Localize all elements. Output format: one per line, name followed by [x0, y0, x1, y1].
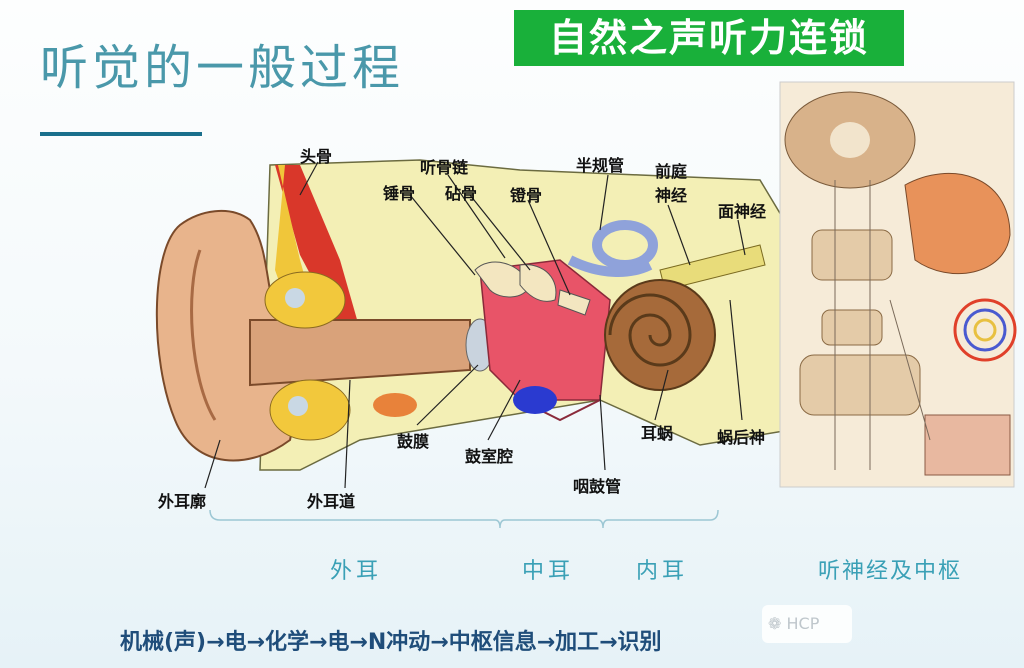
- section-central: 听神经及中枢: [818, 559, 963, 584]
- label-incus: 砧骨: [445, 184, 478, 203]
- eustachian-blue: [513, 386, 557, 414]
- cartilage-top: [264, 271, 346, 329]
- title-badge: 自然之声听力连锁: [514, 10, 904, 66]
- label-retro-cochlear: 蜗后神: [717, 428, 766, 447]
- label-tympanic-cavity: 鼓室腔: [465, 447, 514, 466]
- semicircular-canal: [592, 220, 658, 270]
- label-stapes: 镫骨: [510, 186, 543, 205]
- title-underline: [40, 132, 202, 136]
- stapes-shape: [557, 289, 591, 316]
- label-vestibular-1: 前庭: [655, 162, 688, 181]
- auricle-shape: [155, 209, 302, 462]
- label-eustachian: 咽鼓管: [573, 477, 622, 496]
- label-vestibular-2: 神经: [655, 186, 688, 205]
- page-title: 听觉的一般过程: [40, 40, 405, 96]
- label-ear-canal: 外耳道: [307, 492, 356, 511]
- label-semicircular: 半规管: [576, 156, 625, 175]
- section-outer-ear: 外耳: [330, 559, 383, 584]
- watermark-icon: ❁: [768, 614, 787, 633]
- watermark-text: HCP: [786, 614, 820, 633]
- label-skull: 头骨: [300, 147, 333, 166]
- cochlea-shape: [604, 279, 716, 391]
- cartilage-bottom: [269, 379, 351, 441]
- watermark: ❁ HCP: [762, 605, 852, 643]
- incus-shape: [519, 264, 557, 302]
- label-facial-nerve: 面神经: [718, 202, 767, 221]
- label-malleus: 锤骨: [383, 184, 416, 203]
- process-flow: 机械(声)→电→化学→电→N冲动→中枢信息→加工→识别: [120, 630, 662, 655]
- label-ossicle-chain: 听骨链: [420, 158, 469, 177]
- section-middle-ear: 中耳: [522, 559, 575, 584]
- label-auricle: 外耳廓: [158, 492, 207, 511]
- ear-canal-shape: [249, 319, 471, 387]
- label-cochlea: 耳蜗: [641, 424, 674, 443]
- label-eardrum: 鼓膜: [397, 432, 430, 451]
- section-inner-ear: 内耳: [636, 559, 689, 584]
